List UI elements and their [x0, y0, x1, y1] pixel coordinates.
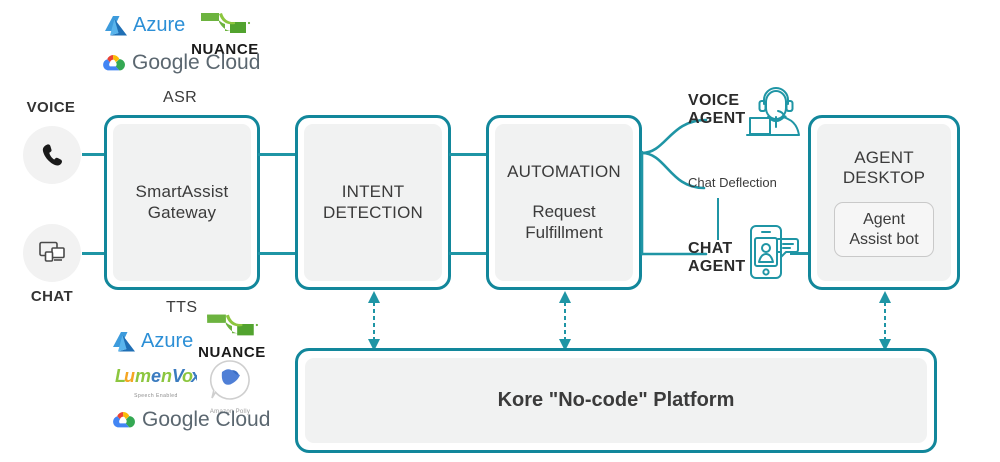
mobile-chat-agent-icon	[750, 225, 799, 279]
box-title-automation: AUTOMATION	[507, 162, 621, 182]
agent-label-chat-agent: CHAT AGENT	[688, 240, 746, 276]
agent-assist-bot-pill[interactable]: Agent Assist bot	[834, 202, 934, 257]
annotation-chat-deflection: Chat Deflection	[688, 175, 777, 190]
nuance-wordmark: NUANCE	[198, 344, 266, 361]
google-cloud-wordmark: Google Cloud	[142, 408, 271, 431]
google-cloud-logo	[102, 55, 125, 71]
connector-intent-to-automation-bottom	[449, 252, 489, 255]
section-label-tts: TTS	[166, 299, 198, 316]
svg-text:L: L	[115, 366, 126, 386]
endpoint-label-chat: CHAT	[30, 288, 74, 305]
connector-voice-to-gateway	[82, 153, 106, 156]
tts-vendor-nuance: NUANCE	[194, 311, 270, 361]
amazon-polly-logo	[209, 360, 250, 400]
connector-chat-agent-to-desktop	[790, 252, 812, 255]
nuance-wordmark: NUANCE	[191, 41, 259, 58]
multi-device-chat-icon	[39, 241, 65, 262]
tts-vendor-google-cloud: Google Cloud	[110, 408, 270, 432]
google-cloud-logo	[112, 412, 135, 428]
endpoint-label-voice: VOICE	[26, 99, 76, 116]
lumenvox-logo: L u m e n V o x	[115, 366, 202, 386]
amazon-polly-wordmark: Amazon Polly	[209, 409, 251, 415]
box-subtitle-request-fulfillment: Request Fulfillment	[525, 202, 603, 242]
endpoint-icon-voice	[23, 126, 81, 184]
asr-vendor-google-cloud: Google Cloud	[100, 51, 260, 75]
endpoint-icon-chat	[23, 224, 81, 282]
box-intent-detection[interactable]: INTENT DETECTION	[295, 115, 451, 290]
svg-text:o: o	[182, 366, 193, 386]
svg-text:u: u	[124, 366, 135, 386]
arrow-automation-to-platform	[559, 291, 571, 351]
connector-gateway-to-intent-bottom	[258, 252, 298, 255]
headset-agent-icon	[746, 87, 800, 136]
box-title-agent-desktop: AGENT DESKTOP	[842, 148, 926, 188]
connector-chat-deflection-tick	[717, 198, 719, 240]
connector-intent-to-automation-top	[449, 153, 489, 156]
arrow-intent-to-platform	[368, 291, 380, 351]
nuance-logo	[201, 13, 251, 33]
nuance-logo	[207, 314, 258, 336]
svg-text:e: e	[151, 366, 161, 386]
azure-logo	[105, 15, 127, 35]
box-agent-desktop[interactable]: AGENT DESKTOP Agent Assist bot	[808, 115, 960, 290]
svg-text:x: x	[190, 366, 197, 386]
section-label-asr: ASR	[163, 89, 198, 106]
asr-vendor-nuance: NUANCE	[188, 10, 262, 58]
tts-vendor-lumenvox: L u m e n V o x Speech Enabled	[115, 366, 202, 399]
azure-wordmark: Azure	[133, 14, 186, 36]
arrow-agent-desktop-to-platform	[879, 291, 891, 351]
agent-label-voice-agent: VOICE AGENT	[688, 92, 746, 128]
connector-chat-to-gateway	[82, 252, 106, 255]
svg-text:m: m	[135, 366, 151, 386]
connector-gateway-to-intent-top	[258, 153, 298, 156]
svg-text:V: V	[172, 366, 186, 386]
platform-bar-label: Kore "No-code" Platform	[497, 389, 735, 411]
box-title-smartassist: SmartAssist Gateway	[135, 182, 229, 222]
box-title-intent-detection: INTENT DETECTION	[322, 182, 424, 222]
lumenvox-tagline: Speech Enabled	[134, 393, 178, 399]
phone-handset-icon	[42, 144, 62, 166]
svg-text:n: n	[161, 366, 172, 386]
box-automation[interactable]: AUTOMATION Request Fulfillment	[486, 115, 642, 290]
azure-logo	[113, 331, 135, 351]
box-smartassist-gateway[interactable]: SmartAssist Gateway	[104, 115, 260, 290]
google-cloud-wordmark: Google Cloud	[132, 51, 261, 74]
platform-bar-kore-no-code[interactable]: Kore "No-code" Platform	[295, 348, 937, 453]
tts-vendor-amazon-polly: Amazon Polly	[200, 358, 260, 415]
tts-vendor-azure: Azure	[112, 330, 193, 353]
connector-fork-automation-to-agents	[640, 118, 708, 256]
azure-wordmark: Azure	[141, 330, 194, 352]
asr-vendor-azure: Azure	[104, 14, 185, 37]
